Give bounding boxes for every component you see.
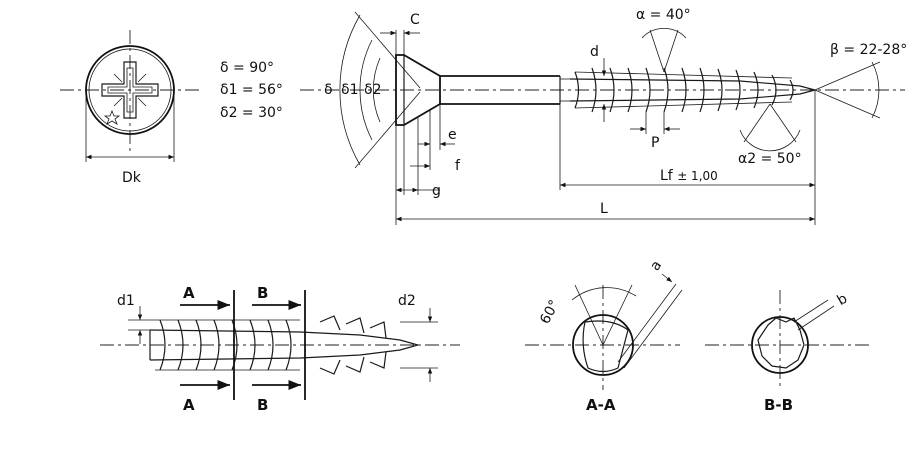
l-label: L [600, 201, 608, 217]
beta-label: β = 22-28° [830, 42, 907, 58]
g-label: g [432, 183, 441, 199]
delta1-label: δ1 [341, 82, 358, 98]
c-label: C [410, 12, 420, 28]
section-b-bottom-label: B [257, 396, 268, 414]
dk-label: Dk [122, 170, 142, 186]
delta2-label: δ2 [364, 82, 381, 98]
delta-label: δ [324, 82, 333, 98]
f-label: f [455, 158, 461, 174]
section-a-bottom-label: A [183, 396, 195, 414]
section-b-top-label: B [257, 284, 268, 302]
lf-symbol: Lf [660, 168, 674, 184]
delta2-value: δ2 = 30° [220, 105, 283, 121]
d2-label: d2 [398, 293, 416, 309]
aa-title: A-A [586, 396, 616, 414]
star-icon [103, 109, 121, 125]
alpha-label: α = 40° [636, 7, 691, 23]
p-label: P [651, 135, 659, 151]
section-aa: 60° a A-A [525, 258, 683, 414]
lf-tolerance: ± 1,00 [677, 169, 718, 183]
head-top-view: Dk [60, 30, 200, 186]
bb-title: B-B [764, 396, 793, 414]
section-bb: b B-B [705, 290, 870, 414]
section-a-top-label: A [183, 284, 195, 302]
aa-angle-label: 60° [537, 297, 563, 326]
d-label: d [590, 44, 599, 60]
screw-side-view: δ δ1 δ2 C e f g d P [300, 7, 907, 225]
angle-values: δ = 90° δ1 = 56° δ2 = 30° [220, 60, 283, 121]
lf-label: Lf ± 1,00 [660, 168, 718, 184]
aa-a-label: a [647, 258, 665, 274]
e-label: e [448, 127, 457, 143]
delta1-value: δ1 = 56° [220, 82, 283, 98]
delta-value: δ = 90° [220, 60, 274, 76]
bb-b-label: b [835, 291, 851, 309]
thread-detail-view: d1 d2 A A B B [100, 284, 460, 414]
d1-label: d1 [117, 293, 135, 309]
alpha2-label: α2 = 50° [738, 151, 802, 167]
